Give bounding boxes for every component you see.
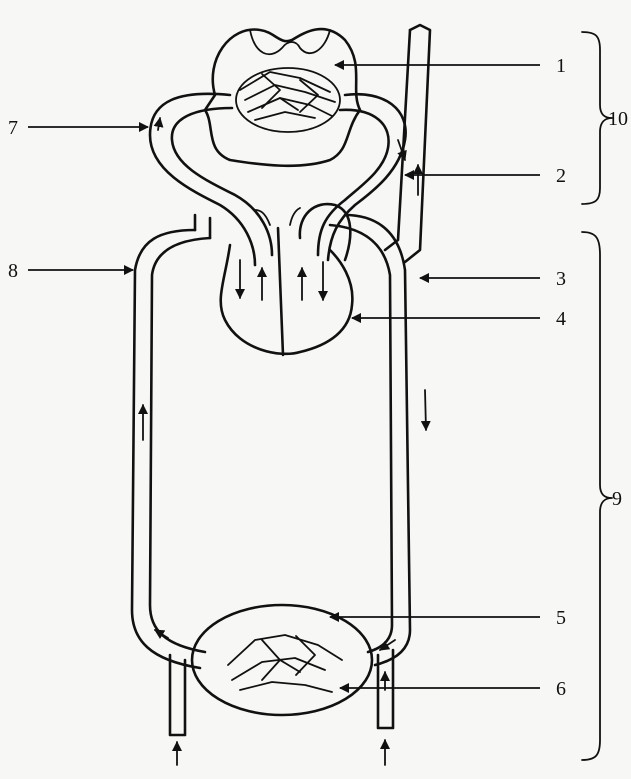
label-7: 7 bbox=[8, 117, 18, 139]
leader-lines bbox=[28, 65, 540, 688]
lower-vessels bbox=[170, 650, 393, 765]
label-6: 6 bbox=[556, 678, 566, 700]
label-4: 4 bbox=[556, 308, 566, 330]
label-9: 9 bbox=[612, 488, 622, 510]
label-8: 8 bbox=[8, 260, 18, 282]
upper-capillary-bed bbox=[236, 68, 340, 132]
label-3: 3 bbox=[556, 268, 566, 290]
label-2: 2 bbox=[556, 165, 566, 187]
braces bbox=[582, 32, 612, 760]
lower-organ bbox=[192, 605, 372, 715]
brace-9 bbox=[582, 232, 612, 760]
label-1: 1 bbox=[556, 55, 566, 77]
label-10: 10 bbox=[608, 108, 628, 130]
upper-organ bbox=[205, 29, 360, 166]
label-5: 5 bbox=[556, 607, 566, 629]
aorta-vessel bbox=[385, 25, 430, 262]
heart bbox=[221, 204, 353, 355]
